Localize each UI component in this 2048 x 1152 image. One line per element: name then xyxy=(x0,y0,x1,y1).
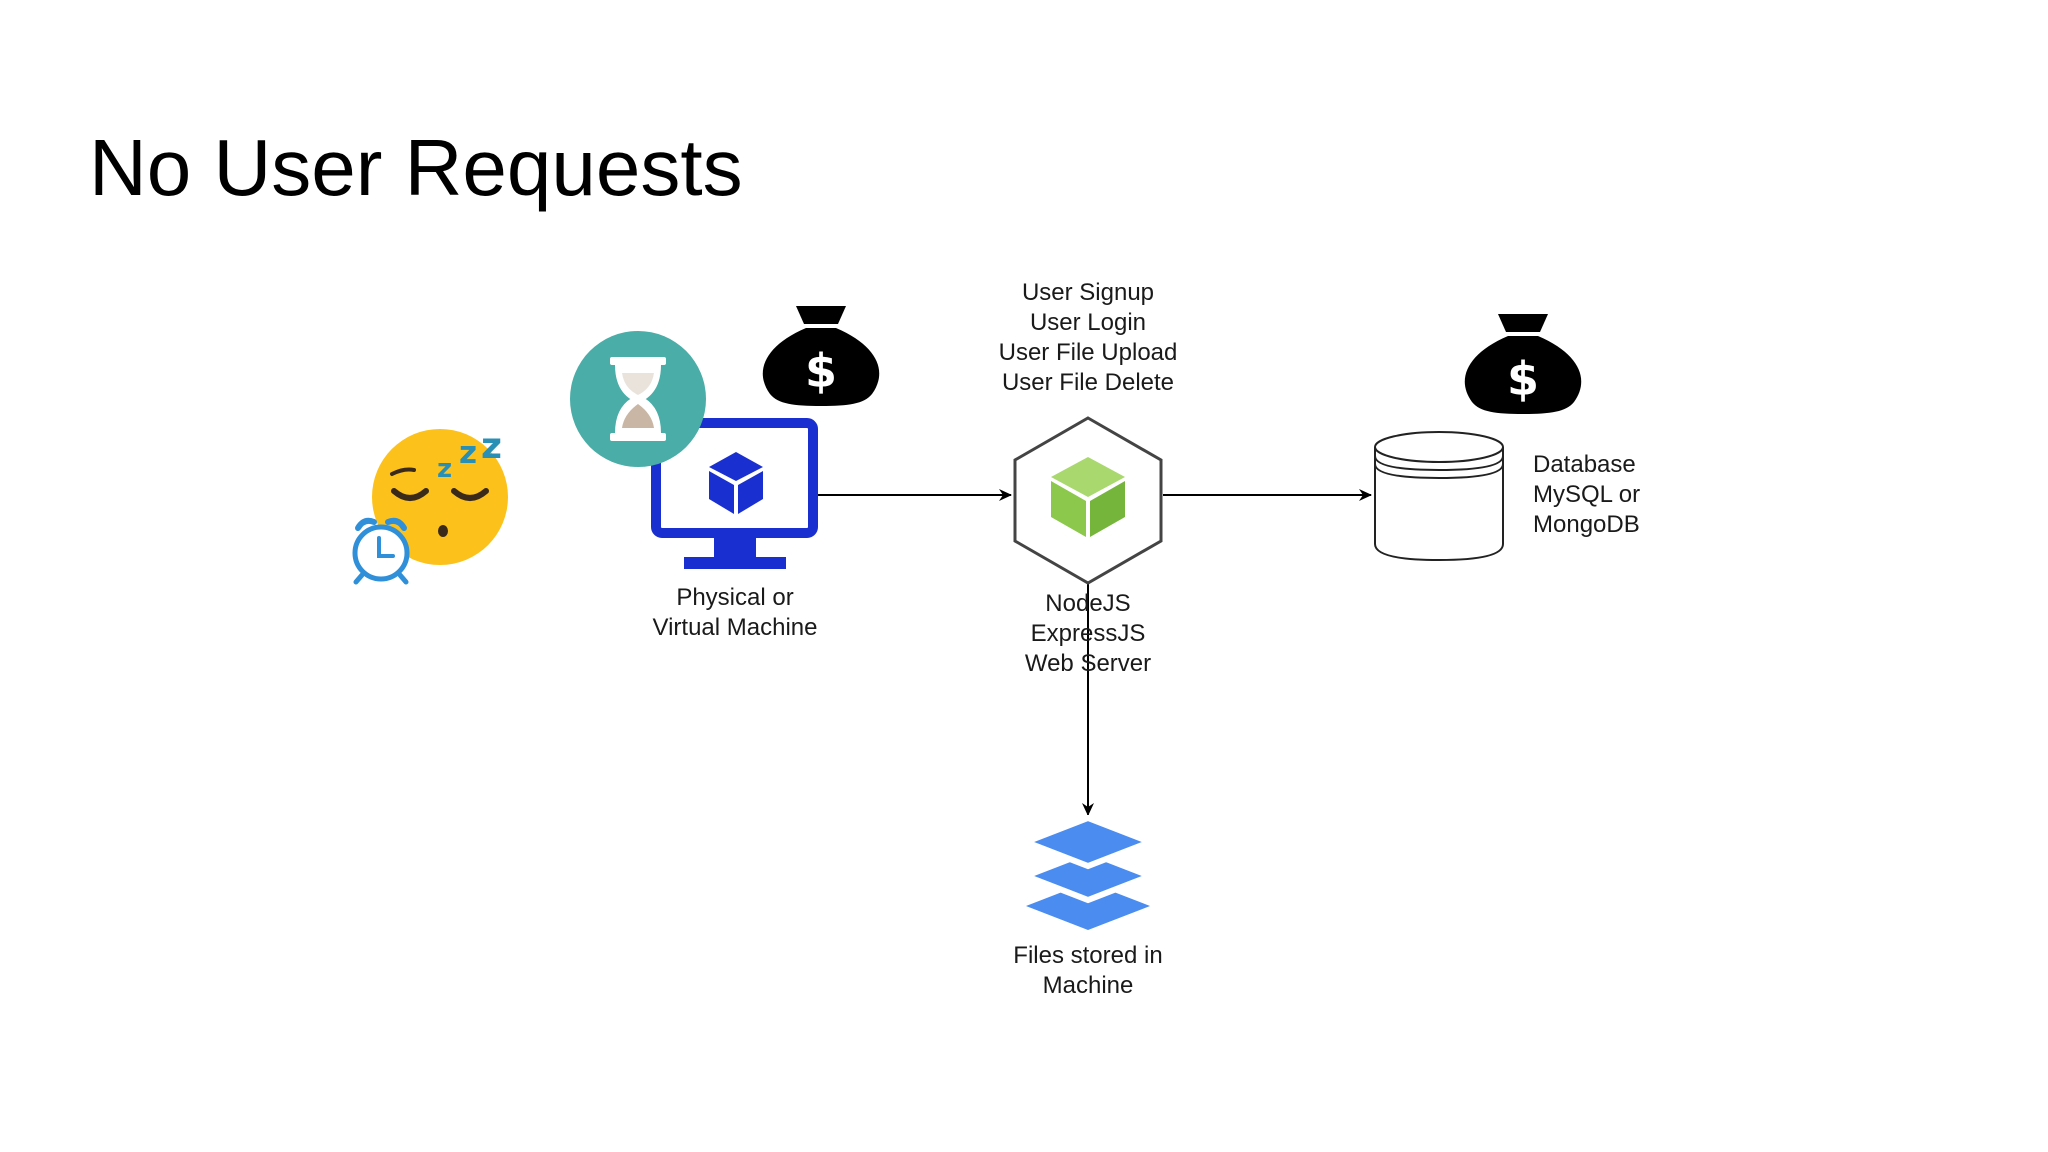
database-label: Database MySQL or MongoDB xyxy=(1533,450,1693,540)
stacked-layers-icon xyxy=(1017,814,1159,930)
server-label-line-2: ExpressJS xyxy=(1030,620,1146,647)
storage-label: Files stored in Machine xyxy=(978,941,1198,1001)
svg-text:$: $ xyxy=(1507,352,1539,406)
feature-user-file-upload: User File Upload xyxy=(998,339,1178,366)
feature-user-signup: User Signup xyxy=(1021,279,1155,306)
feature-user-file-delete: User File Delete xyxy=(1001,369,1175,396)
server-label-line-1: NodeJS xyxy=(1045,590,1131,617)
server-label-line-3: Web Server xyxy=(1024,650,1152,677)
sleeping-face-icon: z z z xyxy=(372,426,508,565)
svg-text:z: z xyxy=(437,454,452,484)
server-label: NodeJS ExpressJS Web Server xyxy=(998,589,1178,679)
slide-title: No User Requests xyxy=(89,123,743,212)
database-label-line-1: Database xyxy=(1533,451,1636,478)
alarm-clock-icon xyxy=(352,517,410,585)
money-bag-icon: $ xyxy=(1464,314,1582,414)
database-label-line-3: MongoDB xyxy=(1533,511,1640,538)
storage-label-line-2: Machine xyxy=(1042,972,1134,999)
database-label-line-2: MySQL or xyxy=(1533,481,1641,508)
svg-text:z: z xyxy=(481,426,502,467)
machine-label-line-2: Virtual Machine xyxy=(652,614,818,641)
monitor-icon xyxy=(651,418,818,569)
server-features-label: User Signup User Login User File Upload … xyxy=(978,278,1198,398)
machine-label: Physical or Virtual Machine xyxy=(625,583,845,643)
machine-label-line-1: Physical or xyxy=(676,584,794,611)
database-cylinder-icon xyxy=(1374,431,1504,562)
money-bag-icon: $ xyxy=(762,306,880,406)
hourglass-icon xyxy=(570,331,706,467)
svg-text:z: z xyxy=(459,435,477,471)
storage-label-line-1: Files stored in xyxy=(1013,942,1163,969)
svg-text:$: $ xyxy=(805,344,837,398)
nodejs-hexagon-icon xyxy=(1013,416,1163,585)
feature-user-login: User Login xyxy=(1029,309,1147,336)
